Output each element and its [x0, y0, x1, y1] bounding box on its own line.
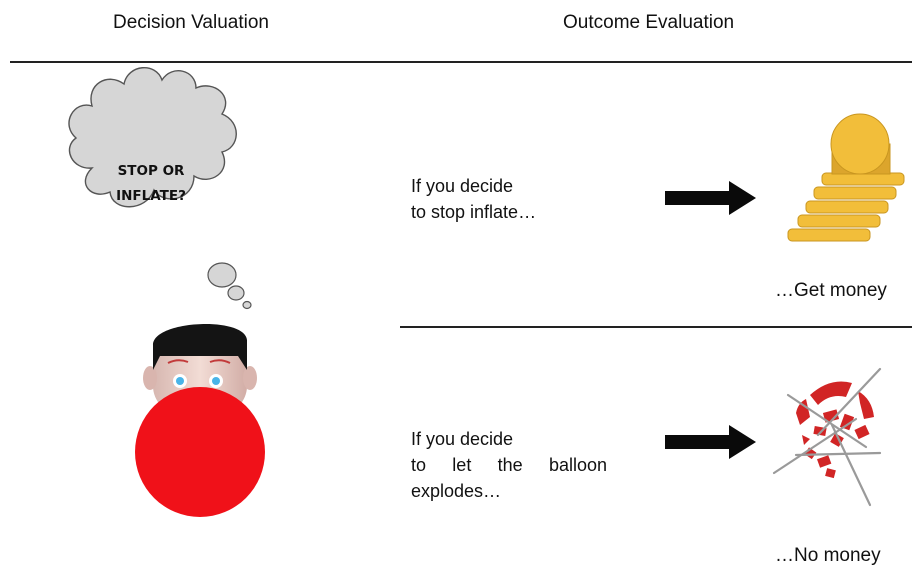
thought-dot-small	[242, 300, 252, 310]
decision-valuation-heading: Decision Valuation	[113, 12, 269, 33]
character-hair	[153, 323, 247, 370]
scenario-explode-line-3: explodes…	[411, 481, 502, 501]
burst-balloon-icon	[772, 367, 882, 507]
result-no-money: …No money	[775, 545, 881, 566]
thought-dot-medium	[227, 285, 245, 301]
thought-dot-large	[207, 262, 237, 288]
coin-stack-icon	[787, 113, 905, 242]
scenario-explode-text: If you decide to let the balloon explode…	[411, 426, 607, 504]
thought-bubble-line-2: INFLATE?	[116, 188, 186, 204]
scenario-stop-line-1: If you decide	[411, 176, 514, 196]
scenario-stop-text: If you decide to stop inflate…	[411, 173, 631, 225]
outcome-evaluation-heading: Outcome Evaluation	[563, 12, 735, 33]
thought-cloud-shape	[68, 66, 237, 208]
red-balloon	[135, 387, 265, 517]
scenario-explode-line-1: If you decide	[411, 429, 514, 449]
thought-bubble-text: STOP OR INFLATE?	[96, 159, 206, 209]
top-divider	[10, 61, 912, 63]
middle-divider	[400, 326, 912, 328]
scenario-explode-line-2: to let the balloon	[411, 455, 607, 475]
result-get-money: …Get money	[775, 280, 887, 301]
thought-bubble-line-1: STOP OR	[117, 163, 185, 179]
arrow-right-icon	[665, 425, 756, 459]
scenario-stop-line-2: to stop inflate…	[411, 202, 537, 222]
arrow-right-icon	[665, 181, 756, 215]
thought-bubble	[68, 66, 252, 310]
